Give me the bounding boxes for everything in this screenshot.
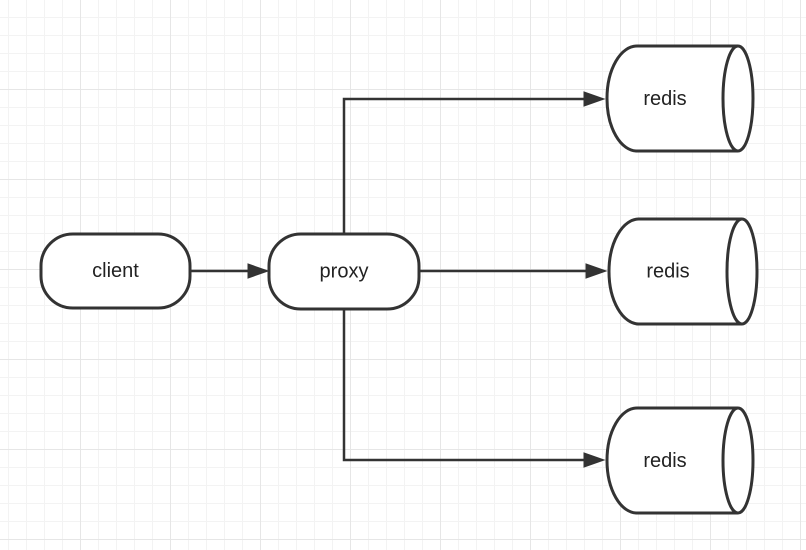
arrowhead-icon <box>585 263 608 279</box>
proxy-node-label: proxy <box>320 261 369 283</box>
client-node[interactable]: client <box>39 232 192 310</box>
redis-node-2-label: redis <box>646 261 689 283</box>
redis-node-3-label: redis <box>643 450 686 472</box>
edge-proxy-redis-2 <box>420 263 608 279</box>
redis-node-1-label: redis <box>643 88 686 110</box>
arrowhead-icon <box>583 91 606 107</box>
edge-client-proxy <box>191 263 270 279</box>
edge-proxy-redis-3 <box>342 310 606 468</box>
redis-node-2[interactable]: redis <box>607 217 759 326</box>
arrowhead-icon <box>247 263 270 279</box>
edge-proxy-redis-1 <box>342 91 606 233</box>
arrowhead-icon <box>583 452 606 468</box>
redis-node-3[interactable]: redis <box>605 406 755 515</box>
client-node-label: client <box>92 260 139 282</box>
proxy-node[interactable]: proxy <box>267 232 421 311</box>
redis-node-1[interactable]: redis <box>605 44 755 153</box>
